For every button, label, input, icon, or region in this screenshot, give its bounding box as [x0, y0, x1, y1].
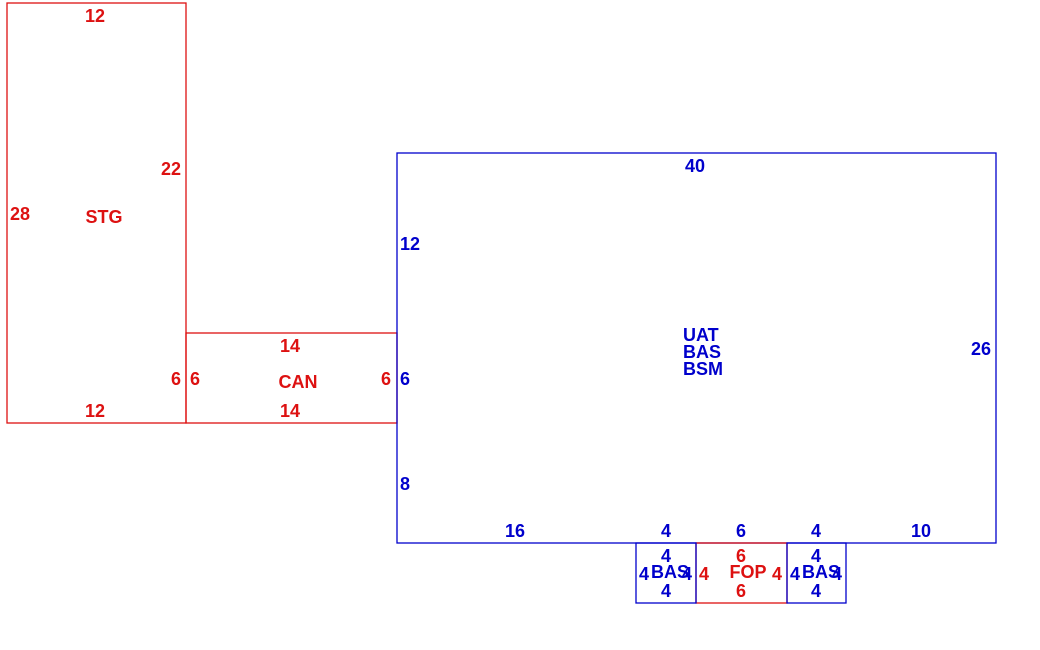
main-dim-bottom-2: 4: [661, 521, 671, 541]
fop-dim-top: 6: [736, 546, 746, 566]
bas-left-dim-left: 4: [639, 564, 649, 584]
can-dim-top: 14: [280, 336, 300, 356]
fop-dim-left: 4: [699, 564, 709, 584]
main-dim-bottom-3: 6: [736, 521, 746, 541]
bas-left-code-label: BAS: [651, 562, 689, 582]
area-stg: [6, 2, 187, 424]
fop-dim-bottom: 6: [736, 581, 746, 601]
main-code-label-2: BAS: [683, 342, 721, 362]
can-dim-right: 6: [381, 369, 391, 389]
stg-dim-top: 12: [85, 6, 105, 26]
main-code-label-3: BSM: [683, 359, 723, 379]
main-code-label-1: UAT: [683, 325, 719, 345]
stg-dim-right-upper: 22: [161, 159, 181, 179]
area-bas-right: [786, 542, 847, 604]
can-dim-left: 6: [190, 369, 200, 389]
bas-left-dim-bottom: 4: [661, 581, 671, 601]
bas-right-dim-left: 4: [790, 564, 800, 584]
bas-left-dim-top: 4: [661, 546, 671, 566]
area-bas-left: [635, 542, 697, 604]
main-dim-left-lower: 8: [400, 474, 410, 494]
stg-code-label: STG: [85, 207, 122, 227]
bas-left-dim-right: 4: [682, 564, 692, 584]
bas-right-dim-top: 4: [811, 546, 821, 566]
bas-right-code-label: BAS: [802, 562, 840, 582]
fop-code-label: FOP: [729, 562, 766, 582]
main-dim-left-upper: 12: [400, 234, 420, 254]
bas-right-dim-right: 4: [832, 564, 842, 584]
main-dim-right: 26: [971, 339, 991, 359]
bas-right-dim-bottom: 4: [811, 581, 821, 601]
main-dim-bottom-4: 4: [811, 521, 821, 541]
area-bas-right-outline: [786, 542, 847, 604]
main-dim-bottom-5: 10: [911, 521, 931, 541]
can-code-label: CAN: [279, 372, 318, 392]
main-dim-left-mid: 6: [400, 369, 410, 389]
stg-dim-right-lower: 6: [171, 369, 181, 389]
area-bas-left-outline: [635, 542, 697, 604]
area-stg-outline: [6, 2, 187, 424]
fop-dim-right: 4: [772, 564, 782, 584]
can-dim-bottom: 14: [280, 401, 300, 421]
stg-dim-left: 28: [10, 204, 30, 224]
stg-dim-bottom: 12: [85, 401, 105, 421]
main-dim-top: 40: [685, 156, 705, 176]
main-dim-bottom-1: 16: [505, 521, 525, 541]
